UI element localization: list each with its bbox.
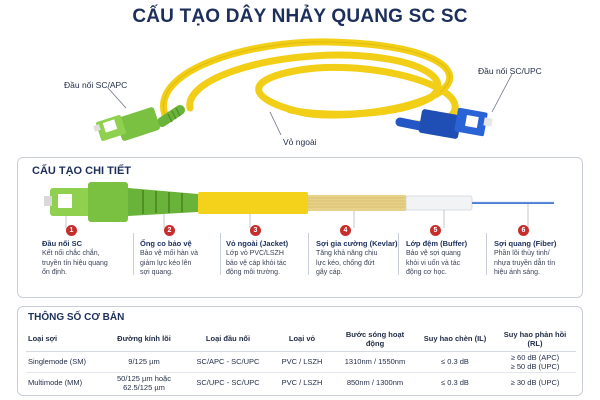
hero-illustration: Đầu nối SC/APC Đầu nối SC/UPC Vỏ ngoài (0, 0, 600, 160)
divider (486, 233, 487, 275)
part-name: Vỏ ngoài (Jacket) (226, 239, 289, 248)
column-header: Loại vỏ (270, 327, 334, 352)
detail-title: CẤU TẠO CHI TIẾT (32, 165, 131, 177)
patch-cord-illustration (93, 38, 513, 142)
part-fiber: 6 Sợi quang (Fiber) Phần lõi thủy tinh/n… (494, 225, 582, 278)
label-sc-apc: Đầu nối SC/APC (64, 80, 128, 90)
yellow-cable-icon (160, 38, 459, 128)
part-number-badge: 3 (250, 225, 261, 236)
table-cell: 50/125 µm hoặc 62.5/125 µm (117, 373, 171, 392)
part-number-badge: 6 (518, 225, 529, 236)
page-title: CẤU TẠO DÂY NHẢY QUANG SC SC (132, 6, 468, 27)
detail-panel: CẤU TẠO CHI TIẾT (17, 157, 583, 298)
sc-upc-connector-icon (395, 107, 493, 139)
part-number-badge: 1 (66, 225, 77, 236)
boot-layer-icon (128, 188, 198, 216)
part-name: Đầu nối SC (42, 239, 83, 248)
part-number-badge: 4 (340, 225, 351, 236)
specs-panel: THÔNG SỐ CƠ BẢN Loại sợi Đường kính lõi … (17, 306, 583, 396)
fiber-layer-icon (472, 201, 554, 204)
table-cell: 1310nm / 1550nm (334, 351, 416, 373)
connector-layer-icon (44, 182, 128, 222)
table-header-row: Loại sợi Đường kính lõi Loại đầu nối Loạ… (26, 327, 576, 352)
column-header: Loại sợi (26, 327, 102, 352)
table-cell: ≤ 0.3 dB (416, 351, 494, 373)
divider (308, 233, 309, 275)
table-cell: PVC / LSZH (270, 351, 334, 373)
table-cell: 9/125 µm (102, 351, 186, 373)
table-cell: Multimode (MM) (28, 378, 83, 387)
column-header: Bước sóng hoạt động (334, 327, 416, 352)
label-sc-upc: Đầu nối SC/UPC (478, 66, 542, 76)
table-cell: ≥ 60 dB (APC) ≥ 50 dB (UPC) (494, 351, 576, 373)
part-name: Sợi quang (Fiber) (494, 239, 557, 248)
column-header: Loại đầu nối (186, 327, 270, 352)
part-kevlar: 4 Sợi gia cường (Kevlar) Tăng khả năng c… (316, 225, 404, 278)
kevlar-layer-icon (308, 195, 406, 211)
part-number-badge: 2 (164, 225, 175, 236)
table-cell: ≤ 0.3 dB (441, 378, 469, 387)
divider (398, 233, 399, 275)
table-cell: PVC / LSZH (281, 378, 323, 387)
table-cell: ≥ 30 dB (UPC) (510, 378, 560, 387)
divider (220, 233, 221, 275)
column-header: Suy hao chèn (IL) (416, 327, 494, 352)
label-jacket: Vỏ ngoài (283, 137, 317, 147)
part-name: Ống co bảo vệ (140, 239, 192, 248)
table-cell: SC/UPC - SC/UPC (196, 378, 260, 387)
part-number-badge: 5 (430, 225, 441, 236)
specs-title: THÔNG SỐ CƠ BẢN (28, 312, 125, 323)
specs-table: Loại sợi Đường kính lõi Loại đầu nối Loạ… (26, 327, 576, 393)
sc-apc-connector-icon (93, 105, 185, 142)
part-name: Sợi gia cường (Kevlar) (316, 239, 398, 248)
table-cell: SC/APC - SC/UPC (186, 351, 270, 373)
table-row: Singlemode (SM) 9/125 µm SC/APC - SC/UPC… (26, 351, 576, 373)
cross-section-illustration (44, 182, 554, 228)
table-row: Multimode (MM) 50/125 µm hoặc 62.5/125 µ… (26, 372, 576, 393)
column-header: Suy hao phản hồi (RL) (494, 327, 576, 352)
part-connector: 1 Đầu nối SC Kết nối chắc chắn,truyền tí… (42, 225, 130, 278)
part-name: Lớp đệm (Buffer) (406, 239, 468, 248)
table-cell: Singlemode (SM) (26, 351, 102, 373)
jacket-layer-icon (198, 192, 308, 214)
table-cell: 850nm / 1300nm (346, 378, 404, 387)
buffer-layer-icon (405, 195, 473, 211)
divider (133, 233, 134, 275)
column-header: Đường kính lõi (102, 327, 186, 352)
